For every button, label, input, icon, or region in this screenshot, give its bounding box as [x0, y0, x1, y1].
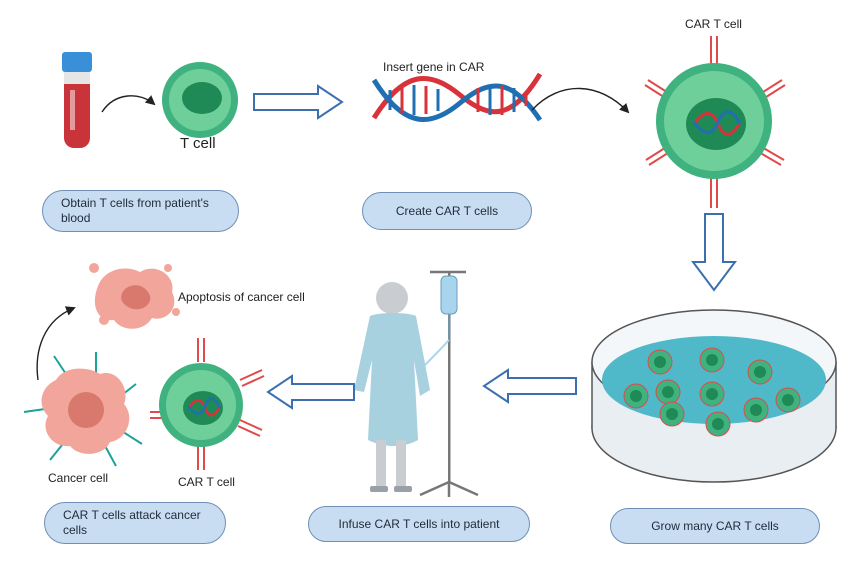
curved-arrow-2 — [531, 87, 630, 114]
step-attack: CAR T cells attack cancer cells — [44, 502, 226, 544]
car-t-cell-bottom-label: CAR T cell — [178, 475, 235, 489]
cancer-cell-label: Cancer cell — [48, 471, 109, 485]
step-obtain: Obtain T cells from patient's blood — [42, 190, 239, 232]
dna-icon — [371, 72, 543, 123]
step-grow: Grow many CAR T cells — [610, 508, 820, 544]
cancer-cell-icon — [23, 352, 143, 467]
car-t-cell-bottom-icon — [150, 338, 265, 470]
car-t-cell-top-label: CAR T cell — [685, 17, 742, 31]
apoptosis-label: Apoptosis of cancer cell — [178, 290, 305, 304]
t-cell-label: T cell — [180, 135, 216, 152]
t-cell-icon — [162, 62, 238, 138]
blood-tube-icon — [62, 52, 92, 148]
curved-arrow-1 — [101, 95, 156, 113]
step-infuse: Infuse CAR T cells into patient — [308, 506, 530, 542]
hollow-arrow-left-2 — [266, 374, 355, 410]
curved-arrow-3 — [36, 306, 76, 381]
step-create: Create CAR T cells — [362, 192, 532, 230]
insert-gene-label: Insert gene in CAR — [383, 60, 485, 74]
car-t-cell-icon — [644, 36, 786, 208]
hollow-arrow-right-1 — [253, 84, 344, 120]
hollow-arrow-down — [691, 213, 737, 292]
petri-dish-icon — [591, 309, 837, 483]
patient-icon — [354, 282, 430, 492]
hollow-arrow-left-1 — [482, 368, 577, 404]
apoptosis-icon — [89, 263, 180, 329]
